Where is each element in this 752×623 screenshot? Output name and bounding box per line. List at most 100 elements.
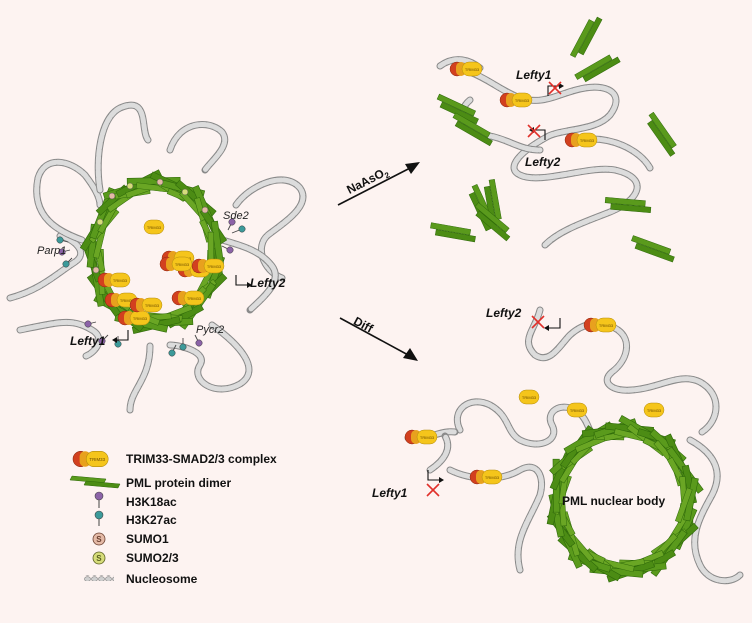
mark-head xyxy=(58,248,66,256)
mark-head xyxy=(98,337,106,345)
promoter-arrow xyxy=(235,275,252,288)
promoter-arrow xyxy=(112,330,129,343)
trim33-subunit xyxy=(171,256,193,272)
mark-head xyxy=(195,339,203,347)
promoter-arrow xyxy=(544,318,561,331)
promoter-head xyxy=(112,337,117,343)
pml-dimer xyxy=(430,222,476,243)
trim33-text: TRIM33 xyxy=(113,278,128,283)
pml-monomer xyxy=(436,93,476,117)
histone-mark xyxy=(179,338,187,351)
trim33-text: TRIM33 xyxy=(147,225,162,230)
sumo-circle xyxy=(92,266,100,274)
legend-item-nucleosome: Nucleosome xyxy=(84,572,198,586)
trim33-subunit xyxy=(203,258,225,274)
sumo-circle xyxy=(108,192,116,200)
trim33-text: TRIM33 xyxy=(133,316,148,321)
pml-dimer xyxy=(452,112,493,147)
legend: TRIM33 TRIM33-SMAD2/3 complex PML protei… xyxy=(69,451,277,586)
pml-dimer xyxy=(647,111,677,157)
promoter-line xyxy=(546,318,561,329)
pml-monomer xyxy=(452,112,491,138)
legend-item-sumo1: S SUMO1 xyxy=(92,532,169,546)
gene-label-lefty2-arsenite: Lefty2 xyxy=(525,155,561,169)
pml-monomer xyxy=(648,111,677,149)
cross-stroke xyxy=(527,124,541,138)
nucleosome-string xyxy=(427,433,451,473)
trim33-subunit xyxy=(461,61,483,77)
differentiation-arrow xyxy=(339,317,418,361)
gene-label-lefty1-arsenite: Lefty1 xyxy=(516,68,552,82)
trim33-text: TRIM33 xyxy=(420,435,435,440)
svg-text:Nucleosome: Nucleosome xyxy=(126,572,198,586)
pml-monomer xyxy=(474,202,510,233)
promoter-head xyxy=(247,282,252,288)
promoter-head xyxy=(544,325,549,331)
h3k18ac-icon xyxy=(94,491,104,508)
pml-monomer xyxy=(574,54,613,80)
trim33-smad-complex: TRIM33 xyxy=(104,292,138,308)
histone-mark xyxy=(62,257,73,268)
mark-head xyxy=(179,343,187,351)
inhibition-cross xyxy=(548,81,562,95)
sumo23-mark xyxy=(181,188,189,196)
sumo1-icon: S xyxy=(92,532,106,546)
trim33-subunit xyxy=(566,402,588,418)
trim33-smad-complex: TRIM33 xyxy=(171,290,205,306)
svg-text:S: S xyxy=(96,554,102,563)
gene-label-pycr2: Pycr2 xyxy=(196,324,224,336)
sumo1-mark xyxy=(156,178,164,186)
nucleosome-string xyxy=(127,343,153,413)
promoter-line xyxy=(114,330,129,341)
promoter-line xyxy=(235,275,250,286)
histone-marks xyxy=(56,178,246,357)
histone-mark xyxy=(221,245,234,254)
dispersed-pml-dimers xyxy=(430,16,677,263)
pml-monomer xyxy=(631,235,672,255)
mark-head xyxy=(56,236,64,244)
svg-text:TRIM33-SMAD2/3 complex: TRIM33-SMAD2/3 complex xyxy=(126,452,277,466)
inhibition-cross xyxy=(527,124,541,138)
trim33-smad-complex: TRIM33 xyxy=(566,402,588,418)
gene-label-sde2: Sde2 xyxy=(223,210,249,222)
trim33-subunit xyxy=(109,272,131,288)
trim33-smad-complex: TRIM33 xyxy=(564,132,598,148)
pml-monomer xyxy=(634,242,675,263)
pml-nuclear-body-label: PML nuclear body xyxy=(562,494,665,508)
histone-mark xyxy=(227,218,236,231)
trim33-smad-complex: TRIM33 xyxy=(643,402,665,418)
trim33-smad-complex: TRIM33 xyxy=(449,61,483,77)
trim33-text: TRIM33 xyxy=(465,67,480,72)
pml-monomer xyxy=(434,229,476,243)
sumo-circle xyxy=(156,178,164,186)
legend-item-pml-dimer: PML protein dimer xyxy=(69,475,231,490)
svg-text:SUMO1: SUMO1 xyxy=(126,532,169,546)
nucleosome-string xyxy=(95,102,151,193)
svg-text:H3K27ac: H3K27ac xyxy=(126,513,177,527)
mark-head xyxy=(84,320,92,328)
trim33-text: TRIM33 xyxy=(175,262,190,267)
sumo23-mark xyxy=(96,218,104,226)
sumo-circle xyxy=(96,218,104,226)
pml-monomer xyxy=(569,19,595,58)
sumo-circle xyxy=(201,206,209,214)
histone-mark xyxy=(194,334,203,347)
trim33-subunit xyxy=(595,317,617,333)
trim33-smad-complex: TRIM33 xyxy=(404,429,438,445)
mark-head xyxy=(228,218,236,226)
pml-dimer xyxy=(604,197,652,214)
gene-label-lefty1-diff: Lefty1 xyxy=(372,486,408,500)
legend-item-sumo23: S SUMO2/3 xyxy=(92,551,179,565)
h3k27ac-icon xyxy=(94,510,104,526)
trim33-smad-complexes: TRIM33TRIM33TRIM33TRIM33TRIM33TRIM33TRIM… xyxy=(97,61,665,485)
pml-dimer xyxy=(674,487,693,523)
svg-text:S: S xyxy=(96,535,102,544)
cross-stroke xyxy=(548,81,562,95)
pml-monomer xyxy=(454,120,493,147)
sumo23-icon: S xyxy=(92,551,106,565)
gene-label-lefty2-diff: Lefty2 xyxy=(486,306,522,320)
gene-promoters xyxy=(112,81,564,497)
nucleosome-icon xyxy=(84,575,114,581)
